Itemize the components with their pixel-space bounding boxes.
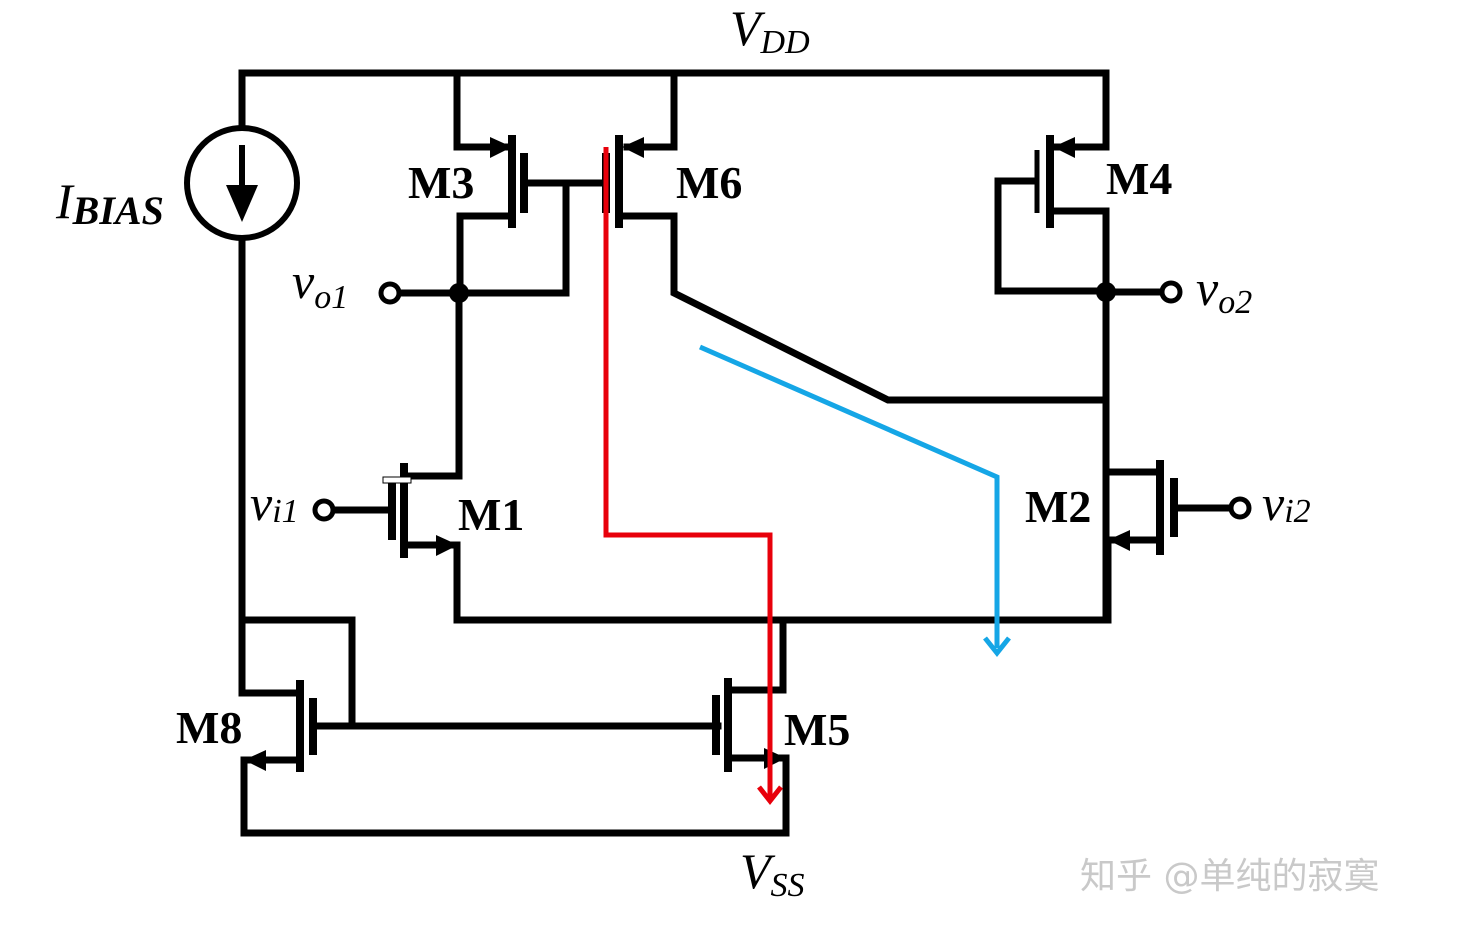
transistor-m5 [240, 616, 790, 837]
current-path-red [603, 147, 773, 800]
vi1-label: vi1 [250, 475, 299, 531]
vi1-terminal[interactable] [312, 498, 336, 522]
ibias-label: IBIAS [55, 173, 164, 233]
m3-label: M3 [408, 157, 474, 208]
current-path-blue [698, 344, 1000, 648]
m6-label: M6 [676, 157, 742, 208]
transistor-m3 [453, 69, 610, 297]
m2-label: M2 [1025, 481, 1091, 532]
m4-label: M4 [1106, 153, 1172, 204]
vss-label: VSS [740, 843, 805, 904]
m5-label: M5 [784, 704, 850, 755]
vo2-terminal[interactable] [1159, 280, 1183, 304]
m8-label: M8 [176, 702, 242, 753]
watermark: 知乎 @单纯的寂寞 [1080, 856, 1379, 897]
current-path-red-arrowhead [757, 785, 783, 806]
vi2-terminal[interactable] [1228, 496, 1252, 520]
vo2-label: vo2 [1196, 260, 1252, 321]
transistor-m6 [602, 69, 1110, 404]
vi2-label: vi2 [1262, 475, 1311, 531]
transistor-m2 [1102, 396, 1178, 624]
vdd-label: VDD [730, 0, 810, 61]
vo1-label: vo1 [292, 253, 348, 316]
current-path-blue-arrowhead [983, 636, 1011, 658]
vo1-terminal[interactable] [378, 281, 402, 305]
m1-label: M1 [458, 489, 524, 540]
current-source-icon [184, 125, 300, 241]
transistor-m4 [994, 69, 1110, 624]
transistor-m1 [382, 289, 463, 624]
